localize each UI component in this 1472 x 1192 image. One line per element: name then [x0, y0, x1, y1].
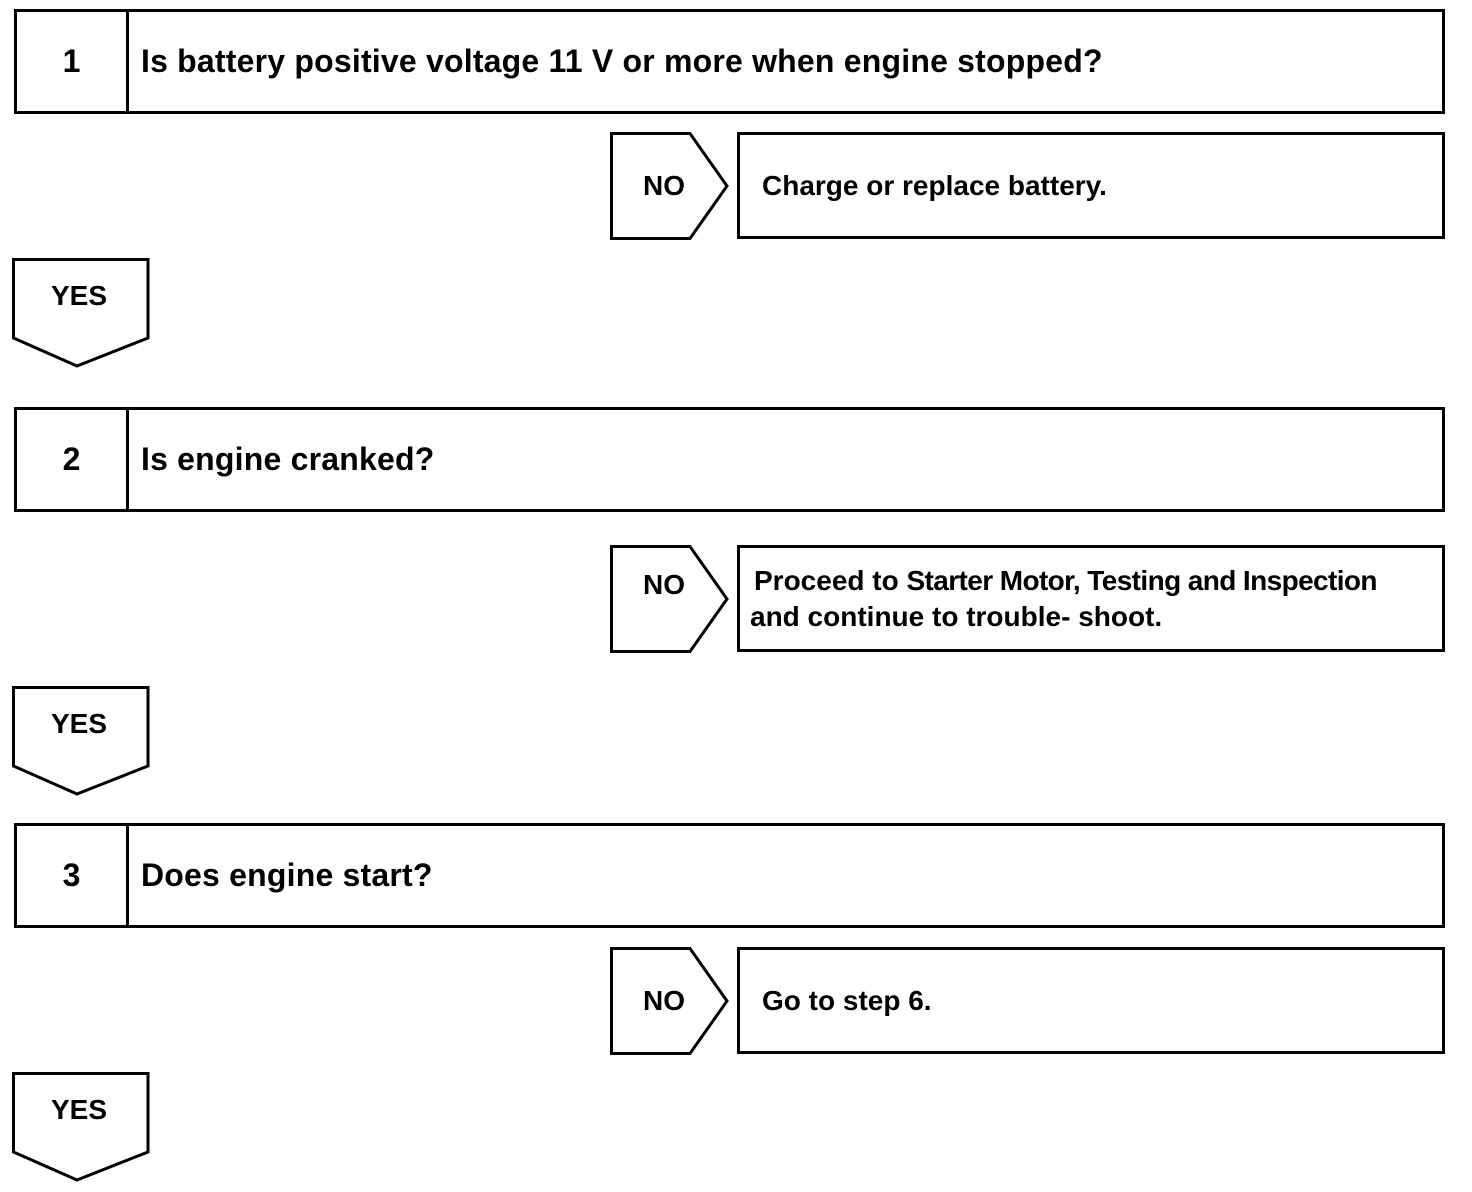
action-text: Go to step 6.	[762, 984, 932, 1016]
no-label: NO	[643, 170, 685, 201]
yes-arrow-shape	[12, 258, 150, 368]
step-2-yes-tag: YES	[12, 686, 150, 798]
step-question: Is battery positive voltage 11 V or more…	[141, 43, 1103, 79]
step-1-no-tag: NO	[610, 132, 730, 240]
step-number: 2	[17, 410, 129, 509]
step-question: Is engine cranked?	[141, 441, 435, 477]
yes-arrow-shape	[12, 1072, 150, 1182]
action-text: Proceed to	[754, 564, 899, 596]
step-question: Does engine start?	[141, 857, 433, 893]
step-number: 3	[17, 826, 129, 925]
step-2-box: 2 Is engine cranked?	[14, 407, 1445, 512]
action-text: and continue to trouble- shoot.	[750, 600, 1163, 632]
step-2-no-tag: NO	[610, 545, 730, 653]
step-2-no-action: Proceed to Starter Motor, Testing and In…	[737, 545, 1445, 652]
step-3-no-action: Go to step 6.	[737, 947, 1445, 1054]
yes-label: YES	[50, 708, 108, 739]
yes-label: YES	[50, 280, 108, 311]
step-3-yes-tag: YES	[12, 1072, 150, 1184]
yes-arrow-shape	[12, 686, 150, 796]
step-1-yes-tag: YES	[12, 258, 150, 370]
no-label: NO	[643, 985, 685, 1016]
action-text: Charge or replace battery.	[762, 169, 1107, 201]
step-1-box: 1 Is battery positive voltage 11 V or mo…	[14, 9, 1445, 114]
no-arrow-shape	[610, 545, 729, 653]
step-3-no-tag: NO	[610, 947, 730, 1055]
step-1-no-action: Charge or replace battery.	[737, 132, 1445, 239]
procedure-reference: Starter Motor, Testing and Inspection	[906, 564, 1377, 596]
yes-label: YES	[50, 1094, 108, 1125]
no-arrow-shape	[610, 132, 729, 240]
step-3-box: 3 Does engine start?	[14, 823, 1445, 928]
no-label: NO	[643, 569, 685, 600]
no-arrow-shape	[610, 947, 729, 1055]
action-line-1: Proceed to Starter Motor, Testing and In…	[754, 565, 1442, 597]
step-number: 1	[17, 12, 129, 111]
